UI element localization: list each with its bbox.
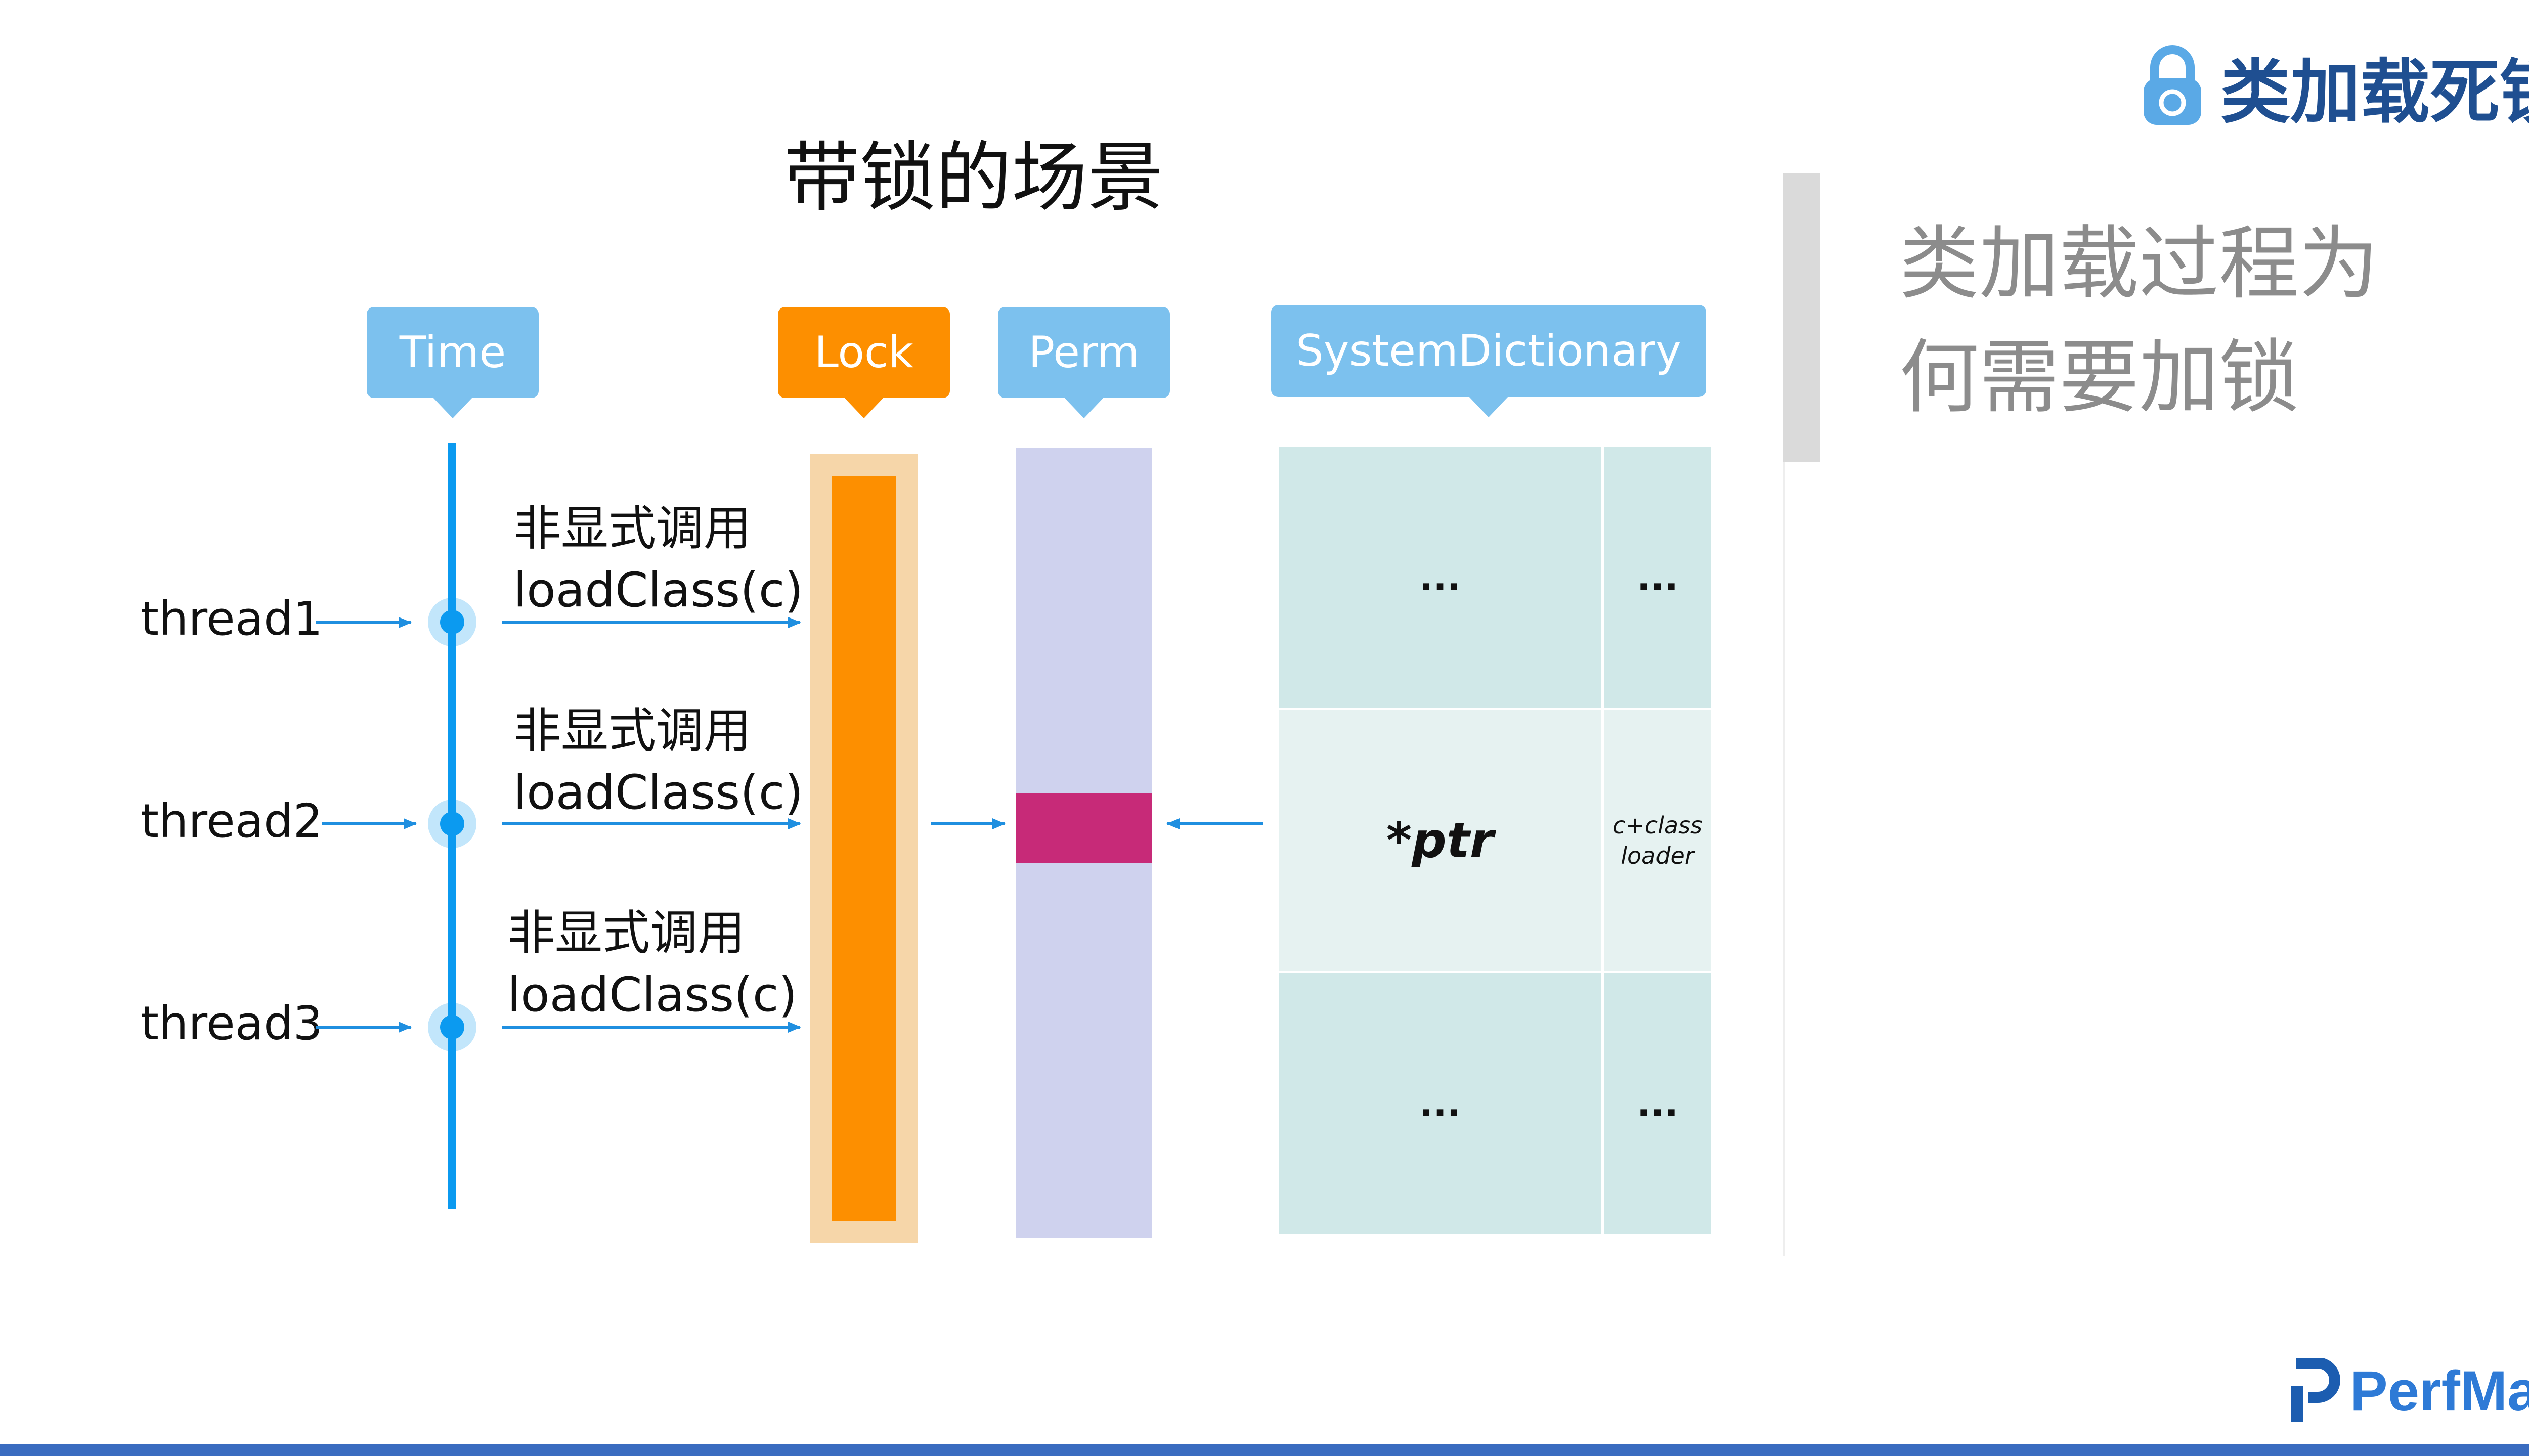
- thread-label-1: thread1: [141, 592, 323, 646]
- brand: 类加载死锁: [2140, 30, 2529, 142]
- lock-icon: [2144, 45, 2201, 125]
- call-label-3-en: loadClass(c): [507, 967, 798, 1023]
- dict-row1-right: ...: [1604, 447, 1711, 708]
- page-title: 带锁的场景: [784, 134, 1164, 222]
- tag-systemdictionary: SystemDictionary: [1271, 305, 1706, 397]
- tag-perm: Perm: [998, 307, 1170, 398]
- tag-time: Time: [367, 307, 539, 398]
- dict-row3-right-text: ...: [1636, 1082, 1679, 1125]
- perm-highlight: [1016, 793, 1152, 863]
- bottom-bar: [0, 1444, 2529, 1456]
- dict-row2-right-line1: c+class: [1612, 811, 1703, 839]
- side-note: 类加载过程为 何需要加锁: [1899, 207, 2379, 435]
- time-point-2-core: [440, 812, 464, 836]
- call-label-1-en: loadClass(c): [513, 563, 804, 618]
- lock-bar: [832, 476, 896, 1221]
- side-bar-accent: [1783, 173, 1820, 462]
- dict-row1-right-text: ...: [1636, 556, 1679, 599]
- dict-row2-right: c+class loader: [1604, 710, 1711, 971]
- dict-row1-left-text: ...: [1419, 556, 1461, 599]
- call-label-2-cn: 非显式调用: [513, 703, 752, 759]
- thread-label-2: thread2: [141, 794, 323, 848]
- call-label-1: 非显式调用 loadClass(c): [513, 498, 803, 622]
- perfma-mark-icon: [2291, 1358, 2340, 1422]
- time-point-1-core: [440, 610, 464, 634]
- dict-row2-left: *ptr: [1279, 710, 1601, 971]
- side-note-line1: 类加载过程为: [1899, 217, 2379, 311]
- dict-row3-left: ...: [1279, 973, 1601, 1234]
- call-label-2-en: loadClass(c): [513, 765, 804, 820]
- dict-row3-left-text: ...: [1419, 1082, 1461, 1125]
- call-label-1-cn: 非显式调用: [513, 501, 752, 556]
- call-label-3: 非显式调用 loadClass(c): [507, 903, 797, 1026]
- perfma-logo-text: PerfMa: [2350, 1359, 2529, 1423]
- dict-row3-right: ...: [1604, 973, 1711, 1234]
- dict-row1-left: ...: [1279, 447, 1601, 708]
- call-label-3-cn: 非显式调用: [507, 906, 746, 961]
- dictionary-table: ... ... *ptr c+class loader ... ...: [1279, 447, 1711, 1234]
- perfma-logo: PerfMa: [2286, 1355, 2529, 1426]
- dict-row2-left-text: *ptr: [1386, 812, 1494, 869]
- side-note-line2: 何需要加锁: [1899, 331, 2299, 424]
- time-point-3-core: [440, 1015, 464, 1039]
- call-label-2: 非显式调用 loadClass(c): [513, 700, 803, 824]
- brand-title: 类加载死锁: [2220, 52, 2529, 133]
- tag-lock: Lock: [778, 307, 950, 398]
- thread-label-3: thread3: [141, 996, 323, 1050]
- dict-row2-right-line2: loader: [1621, 842, 1694, 869]
- side-divider: [1783, 462, 1785, 1256]
